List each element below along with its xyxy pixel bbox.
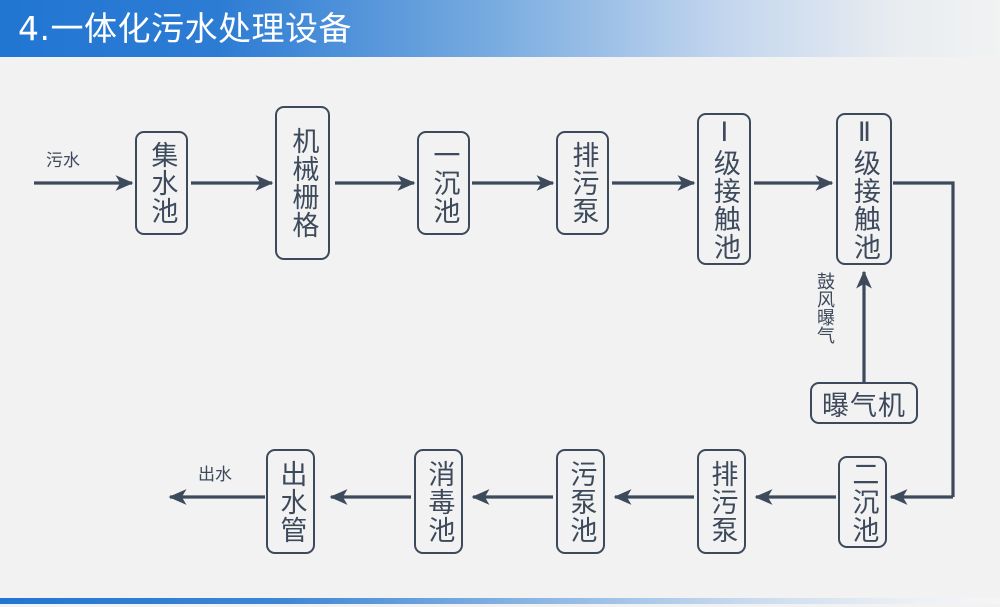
page-title: 4.一体化污水处理设备 <box>18 8 352 48</box>
node-label: 集水池 <box>146 141 178 225</box>
node-label: 机械栅格 <box>287 127 319 239</box>
label-outlet: 出水 <box>198 465 232 485</box>
node-yichenchi[interactable]: 一沉池 <box>417 131 470 235</box>
node-xiaoduchi[interactable]: 消毒池 <box>414 449 463 554</box>
node-label: 出水管 <box>275 459 307 544</box>
header-bar: 4.一体化污水处理设备 <box>0 0 1000 57</box>
node-chushuiguan[interactable]: 出水管 <box>266 449 315 554</box>
node-label: 一沉池 <box>428 141 460 225</box>
label-inlet: 污水 <box>46 151 80 171</box>
node-label: 排污泵 <box>706 459 738 544</box>
node-erji-jiechuchi[interactable]: Ⅱ级接触池 <box>836 113 892 265</box>
node-label: 二沉池 <box>847 460 879 544</box>
node-erchenchi[interactable]: 二沉池 <box>838 456 887 548</box>
node-label: 污泵池 <box>565 459 597 544</box>
node-paiwubeng-top[interactable]: 排污泵 <box>556 131 609 235</box>
label-aeration: 鼓风曝气 <box>814 272 835 344</box>
node-label: 消毒池 <box>423 459 455 544</box>
node-label: 排污泵 <box>567 141 599 225</box>
connector-erji-to-erchenchi <box>893 181 955 497</box>
node-label: Ⅰ级接触池 <box>708 117 740 261</box>
footer-bar <box>0 598 1000 604</box>
node-jishuichi[interactable]: 集水池 <box>135 131 188 235</box>
node-yiji-jiechuchi[interactable]: Ⅰ级接触池 <box>697 113 751 265</box>
node-label: 曝气机 <box>822 390 906 422</box>
process-flow-diagram: 集水池 机械栅格 一沉池 排污泵 Ⅰ级接触池 Ⅱ级接触池 曝气机 二沉池 排污泵… <box>0 57 1000 598</box>
node-label: Ⅱ级接触池 <box>848 117 880 261</box>
node-wubengchi[interactable]: 污泵池 <box>556 449 605 554</box>
connector-layer <box>34 175 955 505</box>
node-baoqiji[interactable]: 曝气机 <box>810 382 918 424</box>
node-paiwubeng-bottom[interactable]: 排污泵 <box>697 449 746 554</box>
node-jixieshange[interactable]: 机械栅格 <box>275 106 330 260</box>
